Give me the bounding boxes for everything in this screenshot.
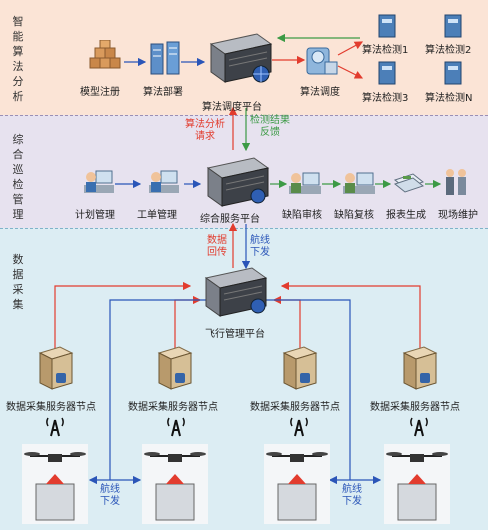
signal-tower-4-icon: [410, 417, 428, 437]
collect-server-2-icon: [157, 346, 193, 390]
order-operator-icon: [149, 170, 179, 193]
label-order-management: 工单管理: [137, 210, 177, 221]
label-defect-review: 缺陷审核: [282, 210, 322, 221]
label-collect-node-4: 数据采集服务器节点: [370, 402, 460, 413]
collect-server-3-icon: [282, 346, 318, 390]
report-icon: [393, 173, 425, 193]
defect-review-icon: [289, 172, 321, 194]
annotation-route-left: 航线 下发: [100, 484, 120, 507]
label-detect-1: 算法检测1: [362, 45, 409, 56]
drone-dock-4-icon: [384, 444, 450, 524]
annotation-route-dispatch: 航线 下发: [250, 235, 270, 258]
model-boxes-icon: [89, 40, 121, 69]
signal-tower-1-icon: [46, 417, 64, 437]
detector-3-icon: [378, 61, 396, 85]
label-algo-platform: 算法调度平台: [202, 102, 262, 113]
signal-tower-3-icon: [290, 417, 308, 437]
label-scheduler: 算法调度: [300, 87, 340, 98]
label-onsite-maintenance: 现场维护: [438, 210, 478, 221]
service-platform-server-icon: [206, 157, 270, 207]
algo-platform-server-icon: [209, 33, 273, 83]
collect-server-1-icon: [38, 346, 74, 390]
label-flight-platform: 飞行管理平台: [205, 329, 265, 340]
detector-n-icon: [444, 61, 462, 85]
collect-server-4-icon: [402, 346, 438, 390]
label-collect-node-2: 数据采集服务器节点: [128, 402, 218, 413]
label-model-register: 模型注册: [80, 87, 120, 98]
scheduler-icon: [306, 47, 338, 75]
drone-dock-3-icon: [264, 444, 330, 524]
detector-2-icon: [444, 14, 462, 38]
annotation-detect-feedback: 检测结果 反馈: [250, 115, 290, 138]
label-detect-2: 算法检测2: [425, 45, 472, 56]
annotation-algo-request: 算法分析 请求: [185, 119, 225, 142]
label-algo-deploy: 算法部署: [143, 87, 183, 98]
flight-platform-server-icon: [204, 267, 268, 317]
band-label-collect: 数据采集: [12, 253, 24, 311]
defect-recheck-icon: [343, 172, 375, 194]
annotation-data-backhaul: 数据 回传: [207, 235, 227, 258]
band-label-patrol: 综合巡检管理: [12, 133, 24, 221]
drone-dock-2-icon: [142, 444, 208, 524]
annotation-route-right: 航线 下发: [342, 484, 362, 507]
label-collect-node-3: 数据采集服务器节点: [250, 402, 340, 413]
label-detect-3: 算法检测3: [362, 93, 409, 104]
onsite-workers-icon: [446, 169, 466, 195]
plan-operator-icon: [84, 170, 114, 193]
label-collect-node-1: 数据采集服务器节点: [6, 402, 96, 413]
detector-1-icon: [378, 14, 396, 38]
label-defect-recheck: 缺陷复核: [334, 210, 374, 221]
drone-dock-1-icon: [22, 444, 88, 524]
label-service-platform: 综合服务平台: [200, 214, 260, 225]
band-label-algo: 智能算法分析: [12, 15, 24, 103]
label-detect-n: 算法检测N: [425, 93, 473, 104]
signal-tower-2-icon: [167, 417, 185, 437]
label-report-generation: 报表生成: [386, 210, 426, 221]
servers-icon: [150, 41, 180, 75]
label-plan-management: 计划管理: [75, 210, 115, 221]
